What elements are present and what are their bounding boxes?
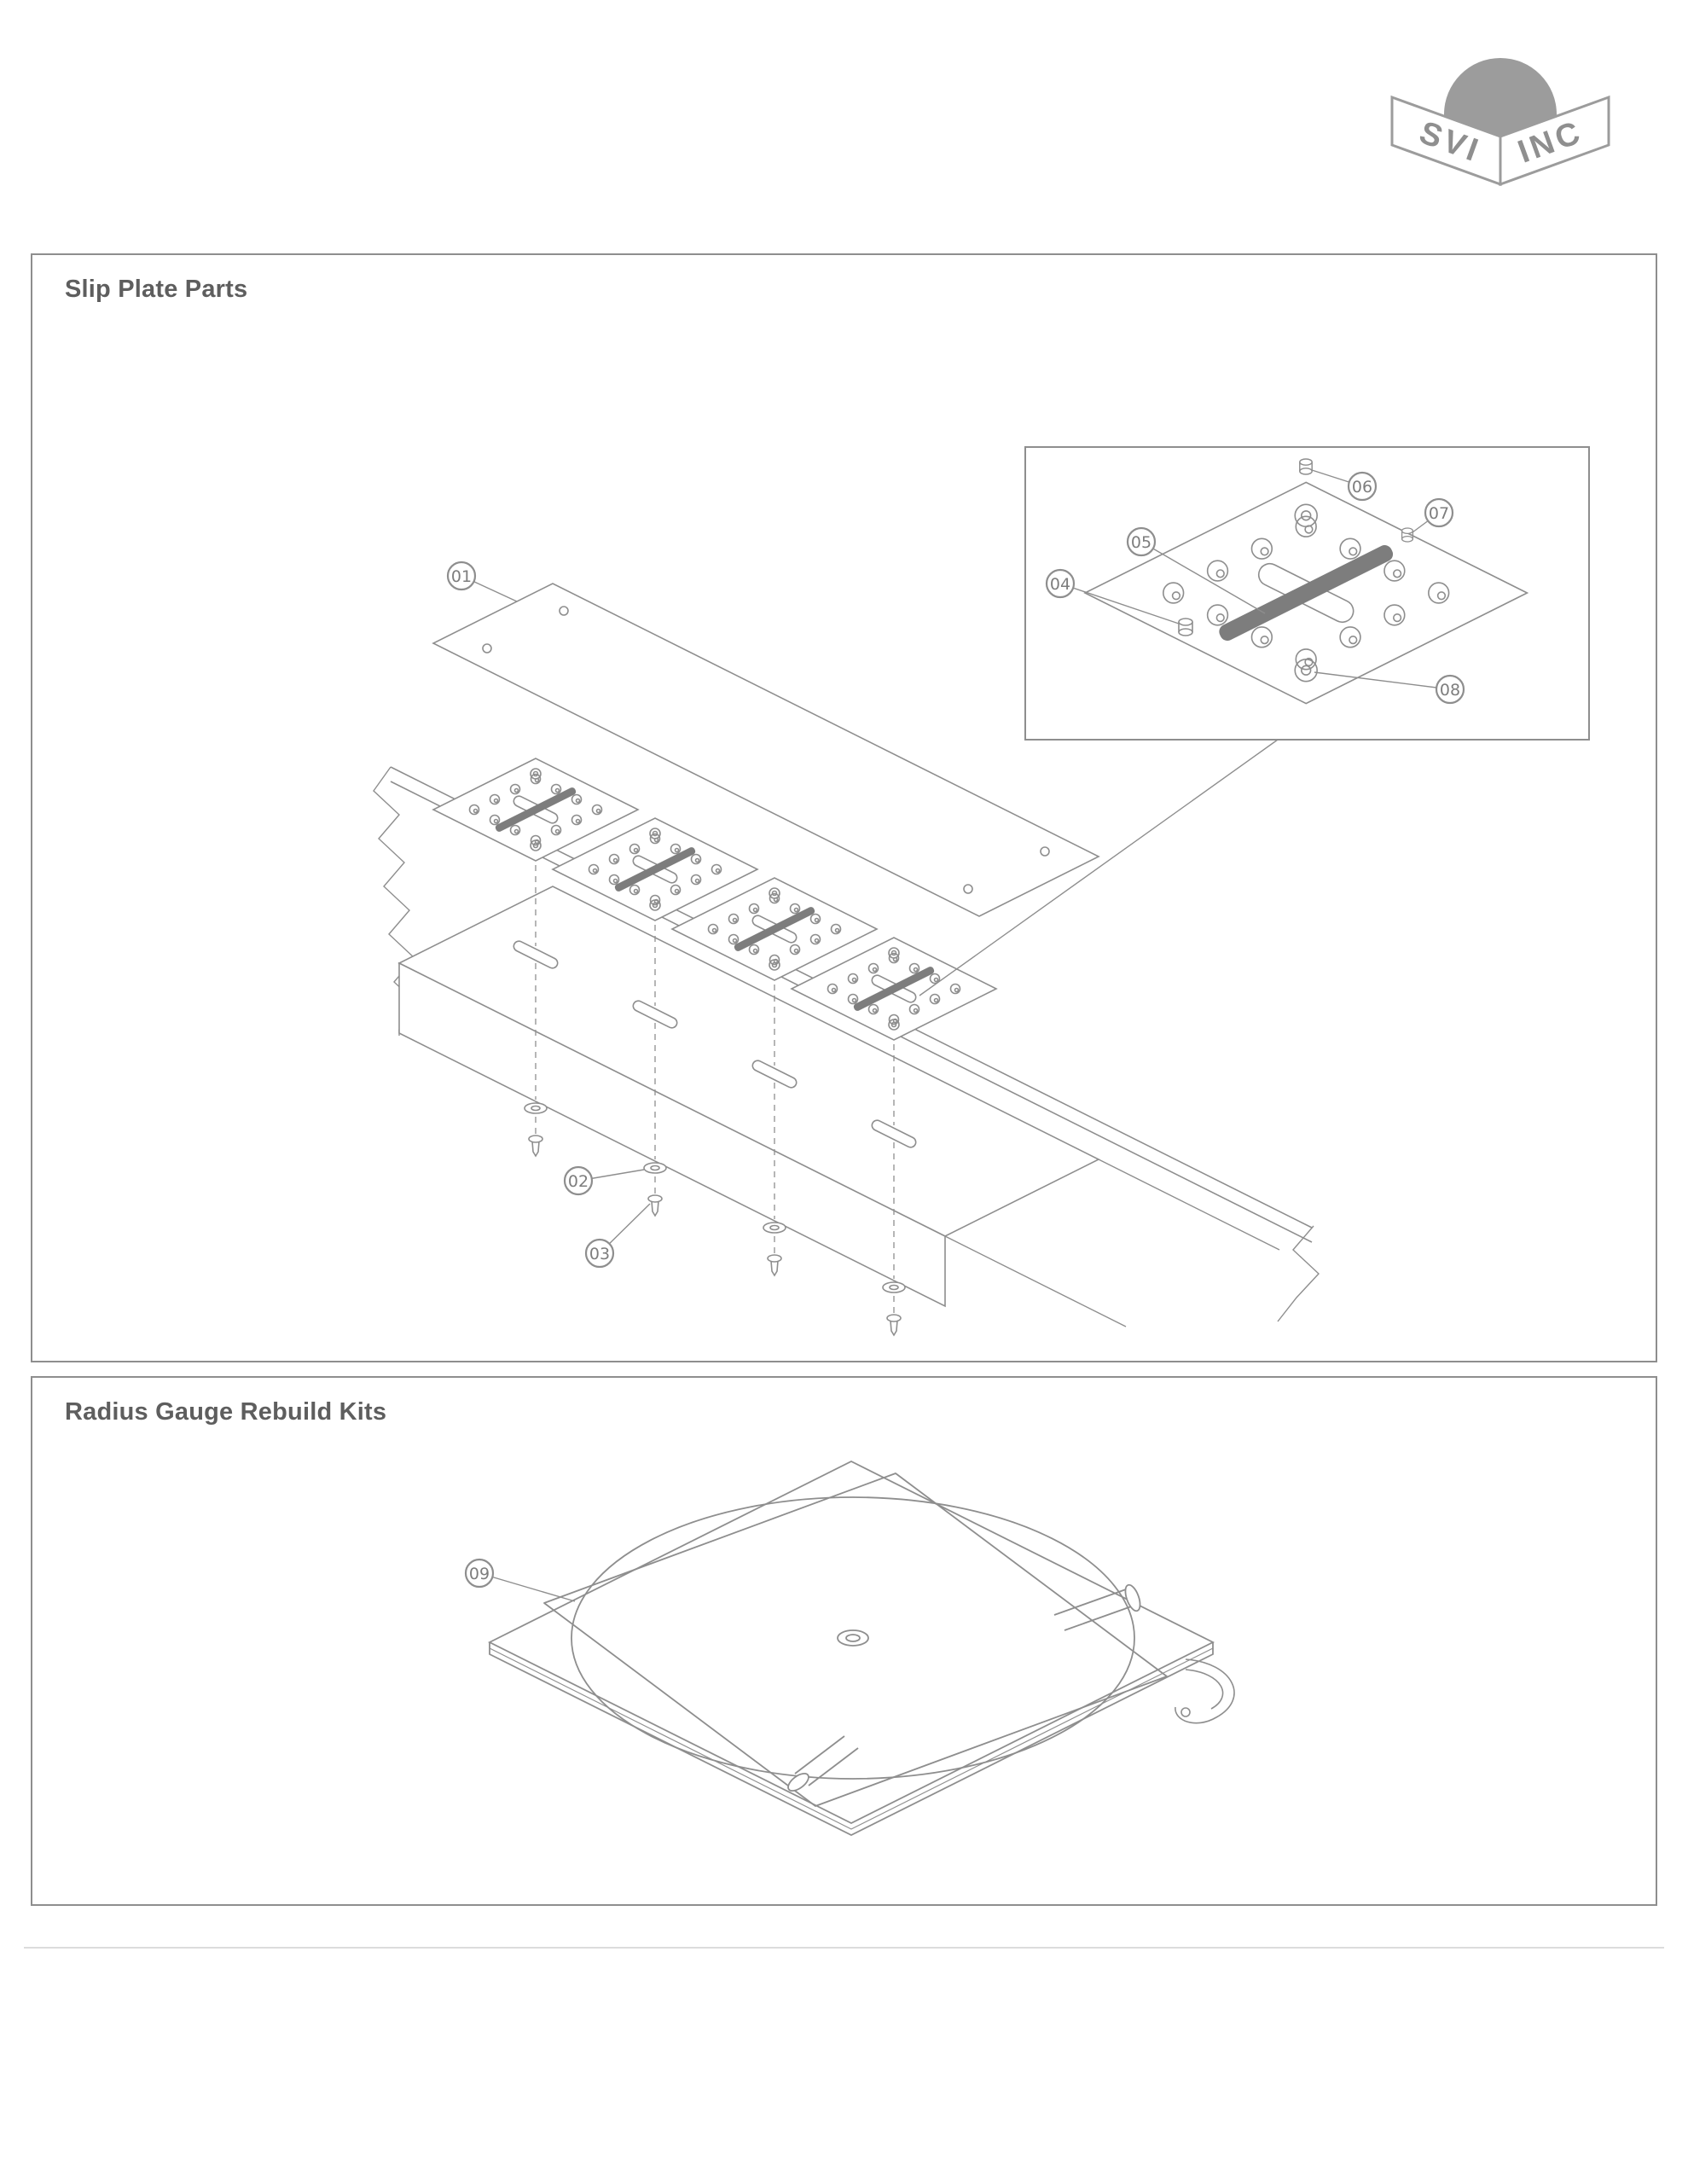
washer-drawing	[763, 1222, 786, 1234]
gauge-base-plate	[487, 1460, 1215, 1837]
callout-03-label: 03	[589, 1245, 610, 1263]
pointer-hook	[1175, 1658, 1235, 1724]
callout-06-label: 06	[1352, 478, 1372, 497]
panel-radius-gauge-rebuild-kits: Radius Gauge Rebuild Kits	[31, 1376, 1657, 1906]
callout-03: 03	[584, 1203, 651, 1269]
callout-02: 02	[563, 1165, 645, 1196]
runway-right-extension	[944, 1159, 1320, 1327]
callout-04: 04	[1045, 568, 1180, 624]
screw-drawing	[528, 1135, 543, 1157]
radius-gauge-diagram: 09	[464, 1460, 1235, 1837]
callout-04-label: 04	[1050, 575, 1070, 594]
callout-09: 09	[464, 1558, 576, 1602]
panel-slip-plate-parts: Slip Plate Parts	[31, 253, 1657, 1362]
slip-plate-diagram: 01 02 03 04	[373, 446, 1590, 1336]
handle-rod-front	[787, 1735, 859, 1792]
washer-drawing	[882, 1281, 906, 1293]
washer-drawing	[643, 1162, 667, 1174]
callout-02-label: 02	[568, 1172, 589, 1191]
callout-01-label: 01	[451, 567, 472, 586]
explode-lines	[535, 865, 895, 1313]
callout-01: 01	[446, 561, 518, 602]
deck-slot	[632, 1000, 678, 1029]
inset-leader-line	[919, 739, 1279, 996]
center-cap	[837, 1629, 869, 1647]
footer-divider	[24, 1947, 1664, 1949]
callout-07-label: 07	[1429, 504, 1449, 523]
screw-drawing	[767, 1254, 782, 1276]
turntable-disc	[571, 1496, 1135, 1780]
callout-05-label: 05	[1131, 533, 1151, 552]
callout-06: 06	[1311, 469, 1378, 502]
deck-slot	[513, 940, 559, 969]
callout-05: 05	[1126, 526, 1266, 614]
callout-09-label: 09	[469, 1565, 490, 1583]
gauge-top-plate	[543, 1472, 1168, 1807]
panel-title: Slip Plate Parts	[65, 276, 248, 303]
panel-title: Radius Gauge Rebuild Kits	[65, 1398, 387, 1426]
logo-ribbon-right	[1499, 95, 1610, 187]
company-logo: SVI INC	[1389, 39, 1612, 206]
callout-08: 08	[1314, 671, 1465, 705]
callout-08-label: 08	[1440, 681, 1460, 700]
runway-front-face	[398, 961, 946, 1308]
callout-07: 07	[1412, 497, 1454, 533]
logo-graphic: SVI INC	[1390, 58, 1610, 187]
handle-rod-right	[1053, 1583, 1141, 1631]
washer-drawing	[524, 1102, 548, 1114]
deck-slot	[871, 1119, 917, 1148]
cover-plate-drawing	[432, 583, 1100, 917]
screw-drawing	[647, 1194, 663, 1217]
screw-drawing	[886, 1314, 902, 1336]
deck-slot	[751, 1060, 798, 1089]
